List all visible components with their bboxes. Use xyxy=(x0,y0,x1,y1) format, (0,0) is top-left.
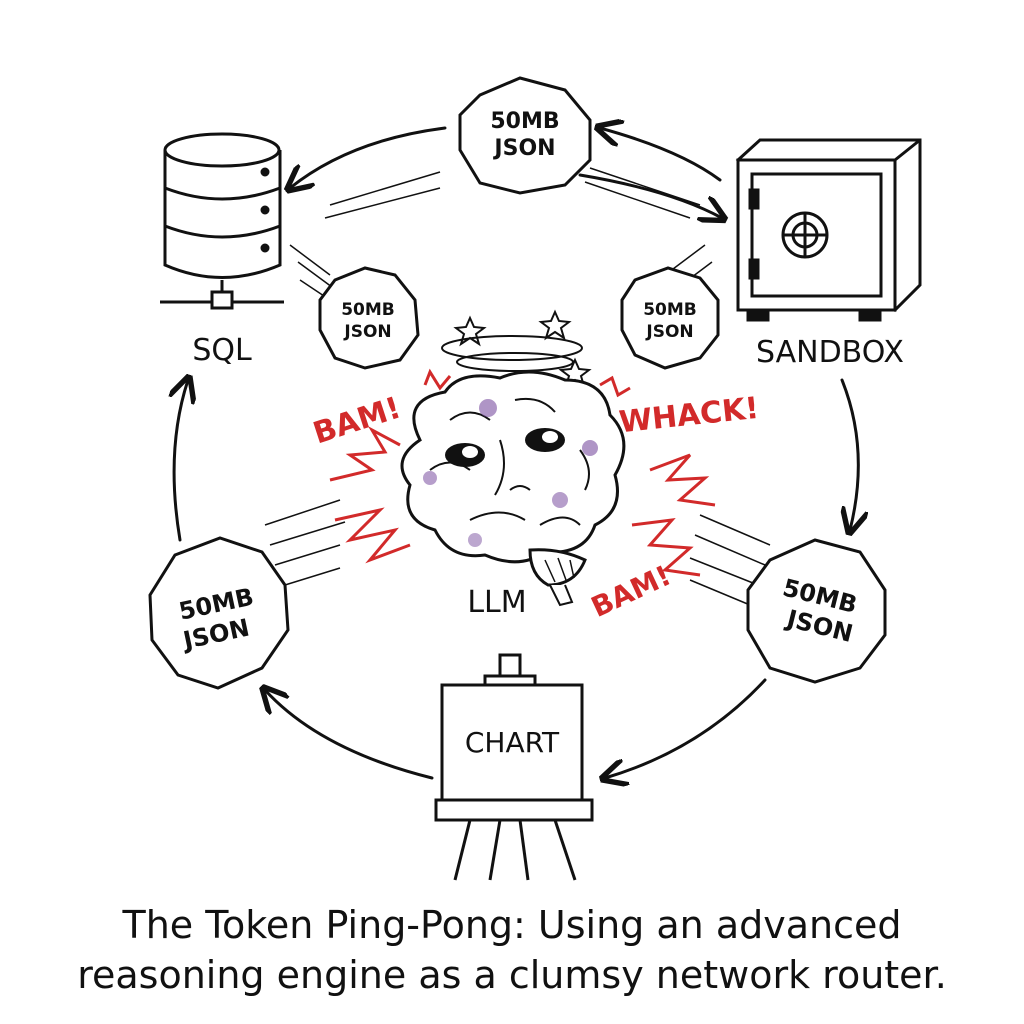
arrow-json-to-sql xyxy=(290,126,447,188)
impact-burst-left-bottom xyxy=(334,507,411,564)
chart-easel-icon xyxy=(434,653,594,881)
arrow-json-sandbox-a xyxy=(600,128,722,182)
caption: The Token Ping-Pong: Using an advanced r… xyxy=(40,900,984,1000)
impact-burst-left-top xyxy=(329,426,401,482)
json-rock-shape xyxy=(746,538,887,684)
star-icon xyxy=(538,309,572,341)
impact-burst-right-bottom xyxy=(631,518,701,577)
json-payload-sql: 50MB JSON xyxy=(318,266,420,370)
json-rock-shape xyxy=(620,266,720,370)
arrow-json-to-chart xyxy=(605,678,767,778)
chart-label: CHART xyxy=(465,726,560,759)
json-payload-sandbox: 50MB JSON xyxy=(620,266,720,370)
llm-label: LLM xyxy=(467,585,526,620)
sandbox-label: SANDBOX xyxy=(756,335,904,370)
cycle-arrows xyxy=(174,128,858,778)
json-top-line2: JSON xyxy=(492,136,555,161)
impact-bursts xyxy=(329,368,716,577)
bruise-icon xyxy=(423,471,437,485)
arrow-sandbox-to-json xyxy=(842,378,858,530)
impact-burst-right-top xyxy=(649,453,716,507)
json-payload-top: 50MB JSON xyxy=(458,76,592,195)
json-sandbox-line1: 50MB xyxy=(643,300,697,320)
json-rock-shape xyxy=(318,266,420,370)
llm-brain-icon xyxy=(400,370,626,607)
sql-label: SQL xyxy=(192,333,252,368)
json-sql-line1: 50MB xyxy=(341,300,395,320)
json-sql-line2: JSON xyxy=(343,322,391,342)
impact-burst-top-right xyxy=(599,375,631,398)
json-payload-left: 50MB JSON xyxy=(148,536,290,690)
json-top-line1: 50MB xyxy=(490,109,559,134)
whack-text: WHACK! xyxy=(617,391,760,440)
bruise-icon xyxy=(479,399,497,417)
caption-line-1: The Token Ping-Pong: Using an advanced xyxy=(122,903,902,947)
arrow-json-to-sql-up xyxy=(174,380,188,542)
bruise-icon xyxy=(582,440,598,456)
json-payload-right: 50MB JSON xyxy=(746,538,887,684)
star-icon xyxy=(453,315,487,347)
arrow-json-sandbox-b xyxy=(578,173,722,218)
bam-text-bottom: BAM! xyxy=(586,559,676,624)
arrow-chart-to-json xyxy=(265,690,434,780)
bruise-icon xyxy=(468,533,482,547)
sql-database-icon xyxy=(160,132,284,310)
json-rock-shape xyxy=(148,536,290,690)
impact-burst-top xyxy=(423,368,452,391)
caption-line-2: reasoning engine as a clumsy network rou… xyxy=(77,953,947,997)
sandbox-safe-icon xyxy=(735,138,922,322)
bam-text-left: BAM! xyxy=(309,390,405,451)
json-sandbox-line2: JSON xyxy=(645,322,693,342)
bruise-icon xyxy=(552,492,568,508)
json-rock-shape xyxy=(458,76,592,195)
